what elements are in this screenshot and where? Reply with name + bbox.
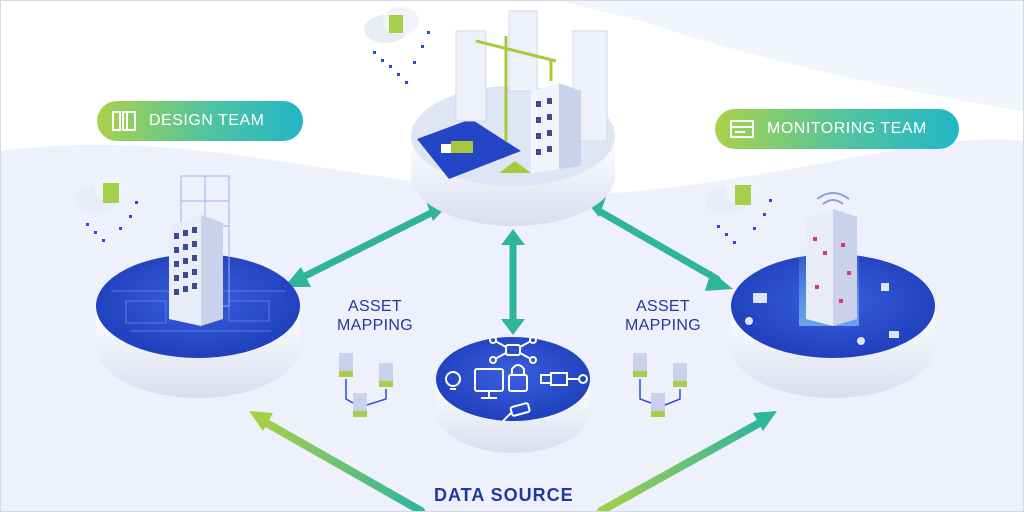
arrowhead-design-bottom [249, 411, 273, 431]
drone-icon [489, 336, 537, 364]
background-wash-top [561, 1, 1023, 111]
arrowhead-design [284, 267, 311, 287]
cloud-data-icon-left [74, 175, 138, 242]
arrowhead-datasource [501, 319, 525, 335]
satellite-icon [540, 372, 588, 386]
server-cluster-icon-right [633, 353, 687, 417]
arrow-datasource-to-monitoring [597, 417, 767, 511]
server-cluster-icon-left [339, 353, 393, 417]
asset-mapping-right-line1: ASSET [636, 298, 690, 315]
arrowhead-monitoring [705, 271, 733, 291]
monitoring-team-pill: MONITORING TEAM [715, 109, 959, 149]
lock-icon [881, 283, 889, 291]
monitoring-platform [731, 192, 935, 398]
camera-icon [889, 331, 899, 338]
flow-arrows [249, 197, 777, 511]
light-bulb-icon [745, 317, 753, 325]
asset-mapping-left-line2: MAPPING [337, 317, 413, 334]
asset-mapping-left-line1: ASSET [348, 298, 402, 315]
design-platform [96, 175, 300, 398]
monitoring-team-label: MONITORING TEAM [767, 120, 927, 137]
cloud-data-icon-right [705, 177, 772, 244]
monitor-icon [474, 368, 504, 399]
city-towers-icon [455, 10, 608, 142]
smart-building-icon [806, 209, 857, 326]
dashboard-icon [730, 120, 754, 138]
light-bulb-icon [445, 371, 461, 390]
building-under-construction-icon [531, 83, 581, 173]
wifi-signal-icon [816, 192, 850, 205]
security-camera-icon [502, 402, 531, 422]
construction-platform [411, 10, 615, 226]
asset-mapping-label-left: ASSET MAPPING [327, 297, 423, 335]
sensor-icon [857, 337, 865, 345]
datasource-platform [436, 336, 590, 453]
truck-icon [441, 141, 473, 153]
asset-mapping-right-line2: MAPPING [625, 317, 701, 334]
design-team-label: DESIGN TEAM [149, 112, 265, 129]
asset-mapping-label-right: ASSET MAPPING [615, 297, 711, 335]
arrowhead-monitoring-bottom [753, 411, 777, 431]
arrow-datasource-to-design [259, 417, 425, 511]
cloud-data-icon-top [364, 7, 430, 84]
lock-icon [508, 364, 528, 392]
arrow-construction-to-monitoring [595, 207, 721, 283]
blueprint-icon [112, 111, 136, 131]
arrow-construction-to-design [297, 209, 435, 282]
crane-icon [475, 36, 557, 141]
design-team-pill: DESIGN TEAM [97, 101, 303, 141]
pit-icon [499, 161, 531, 173]
data-source-label: DATA SOURCE [434, 485, 574, 505]
monitor-icon [753, 293, 767, 303]
arrowhead-construction-down [501, 229, 525, 245]
building-icon [169, 215, 223, 326]
